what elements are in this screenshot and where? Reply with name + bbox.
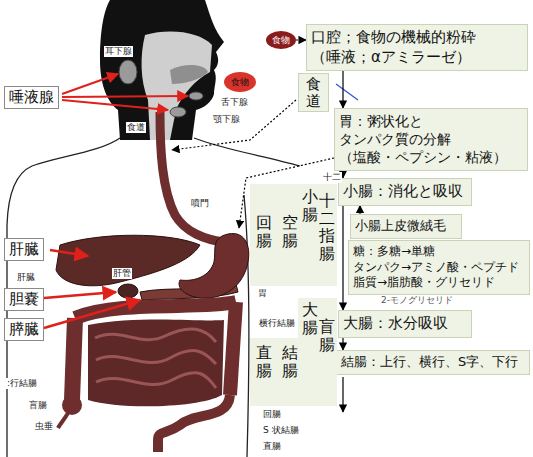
process-box: 小腸：消化と吸収 <box>338 178 472 206</box>
box-text: 小腸上皮微絨毛 <box>355 218 457 235</box>
process-box: 大腸：水分吸収 <box>338 310 472 338</box>
box-text: 肝臓 <box>9 240 39 259</box>
box-text: 結腸：上行、横行、S字、下行 <box>341 354 525 371</box>
section-text: 十二指腸 <box>319 192 335 262</box>
box-text: 口腔；食物の機械的粉砕 （唾液；αアミラーゼ） <box>311 28 523 67</box>
part-label: 顎下腺 <box>212 114 241 125</box>
esophagus <box>160 112 225 242</box>
part-label: 舌下腺 <box>220 97 249 108</box>
organ-label-box: 胆嚢 <box>4 288 44 311</box>
section-text: 直腸 <box>256 344 272 379</box>
food-oval: 食物 <box>266 31 296 49</box>
pointer-arrow <box>62 100 168 110</box>
part-label: 耳下腺 <box>104 46 133 57</box>
part-label: 十二 <box>322 172 342 183</box>
intestine-loops <box>95 329 216 388</box>
pointer-arrow <box>44 292 116 298</box>
part-label: 2-モノグリセリド <box>380 295 454 306</box>
cecum <box>62 395 82 415</box>
process-box: 結腸：上行、横行、S字、下行 <box>336 350 530 375</box>
box-text: 胃：粥状化と タンパク質の分解 （塩酸・ペプシン・粘液） <box>339 112 523 167</box>
ascending-colon <box>72 318 75 400</box>
flow-arrow <box>359 206 360 215</box>
part-label: 回腸 <box>262 409 282 420</box>
process-box: 胃：粥状化と タンパク質の分解 （塩酸・ペプシン・粘液） <box>334 108 528 171</box>
part-label: 噴門 <box>190 198 210 209</box>
submandibular-gland <box>170 107 186 117</box>
part-label: 胃 <box>257 288 268 299</box>
part-label: 直腸 <box>262 441 282 452</box>
flow-arrow <box>342 206 343 311</box>
section-text: 盲腸 <box>319 318 335 353</box>
box-text: 唾液腺 <box>9 88 54 107</box>
flow-arrow <box>342 71 343 108</box>
process-box: 小腸上皮微絨毛 <box>350 214 462 239</box>
parotid-gland <box>119 60 137 84</box>
part-label: 虫垂 <box>34 421 54 432</box>
section-text: 空腸 <box>282 214 298 249</box>
sigmoid-rectum <box>158 395 230 452</box>
flow-arrow <box>342 338 343 351</box>
process-box: 食道 <box>298 73 329 112</box>
section-text: 小腸 <box>302 188 318 223</box>
descending-colon <box>230 302 236 395</box>
box-text: 糖：多糖→単糖 タンパク→アミノ酸・ペプチド 脂質→脂肪酸・グリセリド <box>353 244 525 291</box>
part-label: 肝管 <box>112 268 132 279</box>
oral-nasal-cavity <box>142 32 212 140</box>
organ-label-box: 肝臓 <box>4 238 44 261</box>
small-intestine <box>88 319 224 406</box>
box-text: 膵臓 <box>9 320 39 339</box>
box-text: 小腸：消化と吸収 <box>343 182 467 202</box>
pointer-arrow <box>62 74 118 94</box>
pointer-arrow <box>50 250 88 256</box>
pointer-arrow <box>62 96 188 97</box>
section-text: 回腸 <box>256 214 272 249</box>
organ-label-box: 唾液腺 <box>4 86 59 109</box>
process-box: 糖：多糖→単糖 タンパク→アミノ酸・ペプチド 脂質→脂肪酸・グリセリド <box>348 240 530 295</box>
gallbladder <box>118 284 138 298</box>
food-oval: 食物 <box>224 72 256 92</box>
box-text: 胆嚢 <box>9 290 39 309</box>
section-text: 大腸 <box>302 301 318 336</box>
part-label: S 状結腸 <box>262 425 300 436</box>
sublingual-gland <box>189 92 203 100</box>
body-outline <box>7 138 120 457</box>
part-label: 肝臓 <box>16 272 36 283</box>
liver <box>56 235 200 286</box>
appendix <box>58 413 68 428</box>
body-outline <box>244 195 249 457</box>
pointer-arrow <box>44 300 140 328</box>
region-shape <box>250 298 337 406</box>
section-text: 結腸 <box>282 344 298 379</box>
flow-arrow <box>296 39 306 40</box>
section-region: 小腸十二指腸 空腸回腸 <box>250 184 337 286</box>
part-label: 食道 <box>126 122 146 133</box>
blue-line <box>336 84 358 100</box>
tongue <box>170 65 208 84</box>
flow-line <box>342 377 343 412</box>
process-box: 口腔；食物の機械的粉砕 （唾液；αアミラーゼ） <box>306 24 528 71</box>
section-region: 大腸盲腸結腸直腸 <box>250 298 337 406</box>
box-text: 大腸：水分吸収 <box>343 314 467 334</box>
part-label: 盲腸 <box>28 400 48 411</box>
part-label: 横行結腸 <box>258 318 296 329</box>
box-text: 食物 <box>231 78 249 87</box>
stomach <box>179 234 249 299</box>
box-text: 食道 <box>306 76 321 109</box>
box-text: 食物 <box>272 36 290 45</box>
transverse-colon <box>75 302 236 318</box>
flow-arrow <box>342 171 343 178</box>
part-label: :行結腸 <box>6 378 38 389</box>
organ-label-box: 膵臓 <box>4 318 44 341</box>
body-outline <box>194 138 300 166</box>
